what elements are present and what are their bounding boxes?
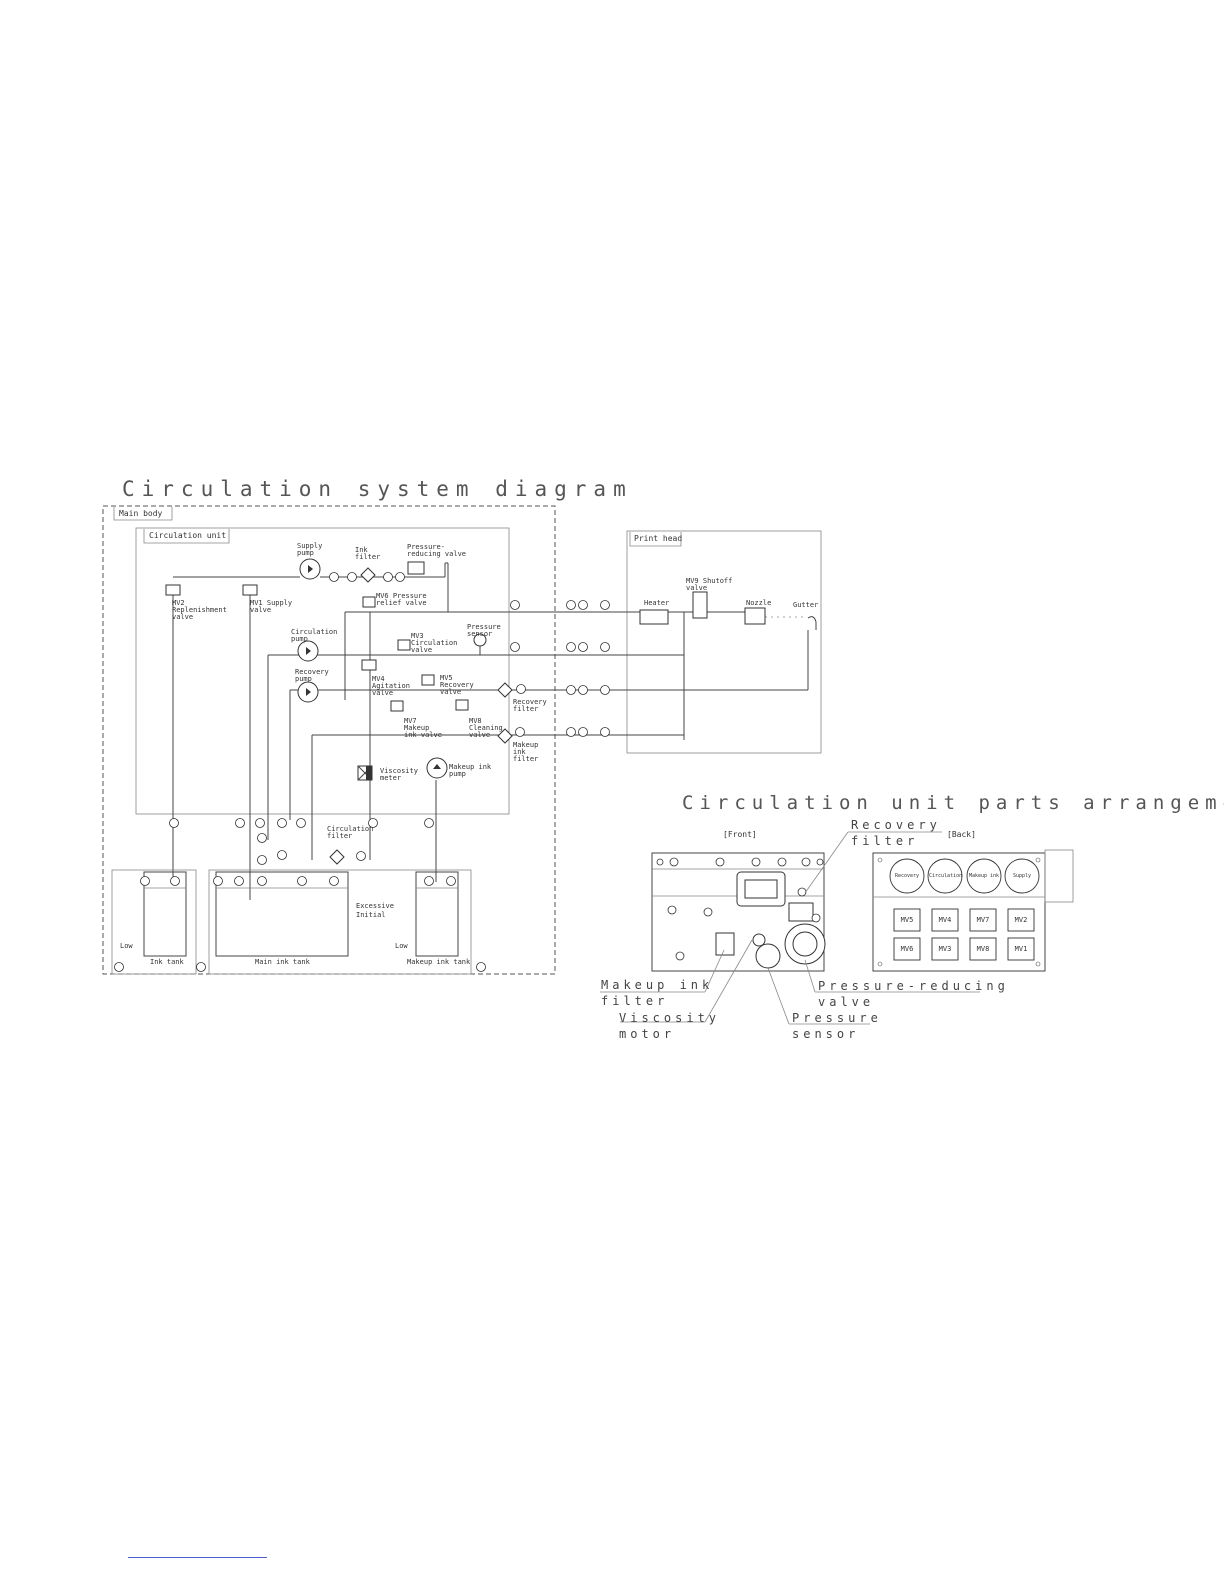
- makeup-ink-tank-label: Makeup ink tank: [407, 958, 471, 966]
- callout-recovery-filter-line1: Recovery: [851, 818, 941, 832]
- nozzle-label: Nozzle: [746, 599, 772, 607]
- viscosity-meter-label: Viscosity meter: [380, 767, 418, 782]
- callout-viscosity-motor-line1: Viscosity: [619, 1011, 721, 1025]
- makeup-ink-filter-label: Makeup ink filter: [513, 741, 539, 763]
- callout-pressure-sensor-line2: sensor: [792, 1027, 860, 1041]
- callout-pressure-sensor-line1: Pressure: [792, 1011, 882, 1025]
- main-ink-tank-label: Main ink tank: [255, 958, 310, 966]
- main-body-label: Main body: [119, 509, 163, 518]
- mv7-label: MV7 Makeup ink valve: [404, 717, 442, 739]
- low-level-label-right: Low: [395, 942, 408, 950]
- callout-pressure-reducing-line1: Pressure-reducing: [818, 979, 1009, 993]
- back-pump-recovery: Recovery: [894, 873, 920, 879]
- low-level-label-left: Low: [120, 942, 133, 950]
- back-pump-circulation: Circulation: [929, 873, 963, 879]
- mv8-label: MV8 Cleaning valve: [469, 717, 503, 739]
- makeup-ink-pump-label: Makeup ink pump: [449, 763, 492, 778]
- back-valve-mv1: MV1: [1014, 945, 1028, 953]
- back-valve-mv4: MV4: [938, 916, 952, 924]
- recovery-pump-label: Recovery pump: [295, 668, 329, 683]
- mv2-label: MV2 Replenishment valve: [172, 599, 227, 621]
- ink-filter-label: Ink filter: [355, 546, 381, 561]
- arrangement-title: Circulation unit parts arrangement: [682, 792, 1224, 814]
- circulation-filter-label: Circulation filter: [327, 825, 374, 840]
- back-valve-mv5: MV5: [900, 916, 914, 924]
- callout-makeup-ink-filter-line2: filter: [601, 994, 669, 1008]
- back-valve-mv7: MV7: [976, 916, 990, 924]
- initial-level-label: Initial: [356, 911, 386, 919]
- callout-recovery-filter-line2: filter: [851, 834, 919, 848]
- back-view-label: [Back]: [947, 830, 976, 839]
- supply-pump-label: Supply pump: [297, 542, 323, 557]
- circulation-pump-label: Circulation pump: [291, 628, 338, 643]
- mv1-label: MV1 Supply valve: [250, 599, 293, 614]
- back-valve-mv8: MV8: [976, 945, 990, 953]
- mv4-label: MV4 Agitation valve: [372, 675, 410, 697]
- back-valve-mv2: MV2: [1014, 916, 1028, 924]
- callout-pressure-reducing-line2: valve: [818, 995, 875, 1009]
- gutter-label: Gutter: [793, 601, 819, 609]
- callout-makeup-ink-filter-line1: Makeup ink: [601, 978, 714, 992]
- mv3-label: MV3 Circulation valve: [411, 632, 458, 654]
- callout-viscosity-motor-line2: motor: [619, 1027, 676, 1041]
- back-pump-supply: Supply: [1012, 873, 1032, 879]
- mv5-label: MV5 Recovery valve: [440, 674, 474, 696]
- heater-label: Heater: [644, 599, 670, 607]
- pressure-sensor-label: Pressure sensor: [467, 623, 501, 638]
- circulation-unit-label: Circulation unit: [149, 531, 227, 540]
- mv9-label: MV9 Shutoff valve: [686, 577, 733, 592]
- back-pump-makeup: Makeup ink: [968, 873, 1000, 879]
- front-view-label: [Front]: [723, 830, 757, 839]
- mv6-label: MV6 Pressure relief valve: [376, 592, 427, 607]
- ink-tank-label: Ink tank: [150, 958, 184, 966]
- excessive-level-label: Excessive: [356, 902, 394, 910]
- diagram-title: Circulation system diagram: [122, 477, 633, 501]
- recovery-filter-label: Recovery filter: [513, 698, 547, 713]
- back-valve-mv3: MV3: [938, 945, 952, 953]
- back-valve-mv6: MV6: [900, 945, 914, 953]
- pressure-reducing-valve-label: Pressure-reducing valve: [407, 543, 467, 558]
- footnote-divider: [128, 1557, 267, 1558]
- print-head-label: Print head: [634, 534, 683, 543]
